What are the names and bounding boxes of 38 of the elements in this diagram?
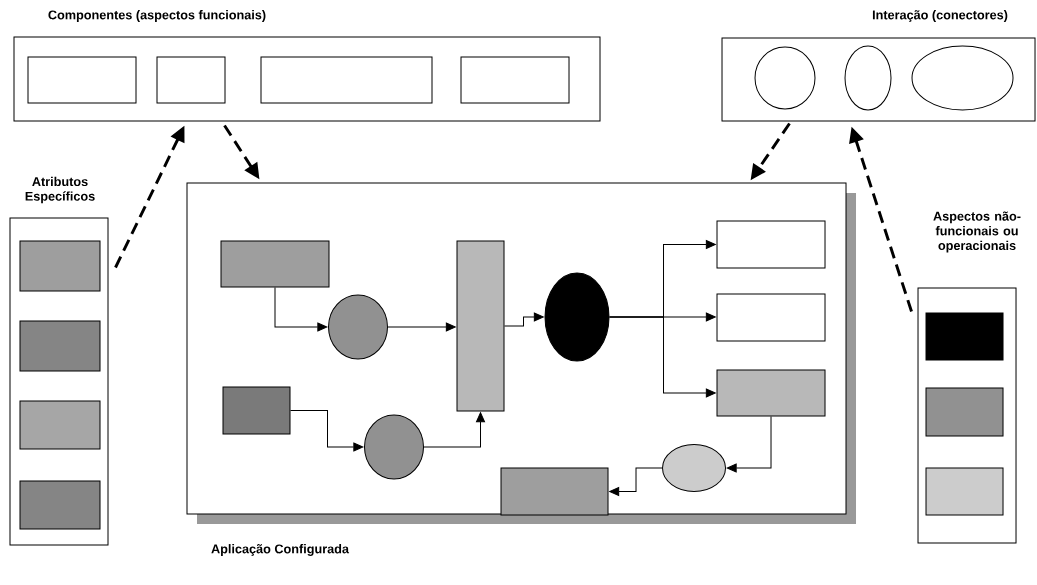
box xyxy=(500,467,609,516)
box xyxy=(27,56,137,104)
box xyxy=(260,56,433,104)
arrow xyxy=(387,322,456,332)
node-label: Interação (conectores) xyxy=(872,10,1008,22)
node-label: Atributos Específicos xyxy=(25,176,95,204)
box xyxy=(460,56,570,104)
arrow xyxy=(274,287,328,332)
node-label: Componentes (aspectos funcionais) xyxy=(48,10,266,22)
box xyxy=(716,220,826,269)
box xyxy=(925,387,1004,437)
arrow xyxy=(609,467,663,497)
box xyxy=(220,240,330,288)
box xyxy=(156,56,226,104)
box xyxy=(925,312,1004,361)
box xyxy=(19,400,101,450)
box xyxy=(716,293,826,342)
circle xyxy=(754,46,816,110)
ellipse xyxy=(844,45,892,111)
node-label: Aspectos não-funcionais ou operacionais xyxy=(933,211,1021,253)
box xyxy=(19,320,101,372)
ellipse xyxy=(662,444,726,492)
box xyxy=(222,386,291,435)
box xyxy=(716,369,826,417)
circle xyxy=(364,414,424,480)
arrow xyxy=(726,416,772,473)
arrow xyxy=(609,316,716,398)
arrow xyxy=(504,312,544,327)
arrow xyxy=(290,410,364,452)
ellipse xyxy=(911,45,1014,111)
box xyxy=(19,480,101,530)
node-label: Aplicação Configurada xyxy=(211,544,350,556)
bar xyxy=(456,240,505,412)
circle xyxy=(328,294,388,360)
ellipse xyxy=(544,272,610,362)
box xyxy=(925,467,1004,516)
arrow xyxy=(423,412,486,448)
box xyxy=(19,240,101,292)
